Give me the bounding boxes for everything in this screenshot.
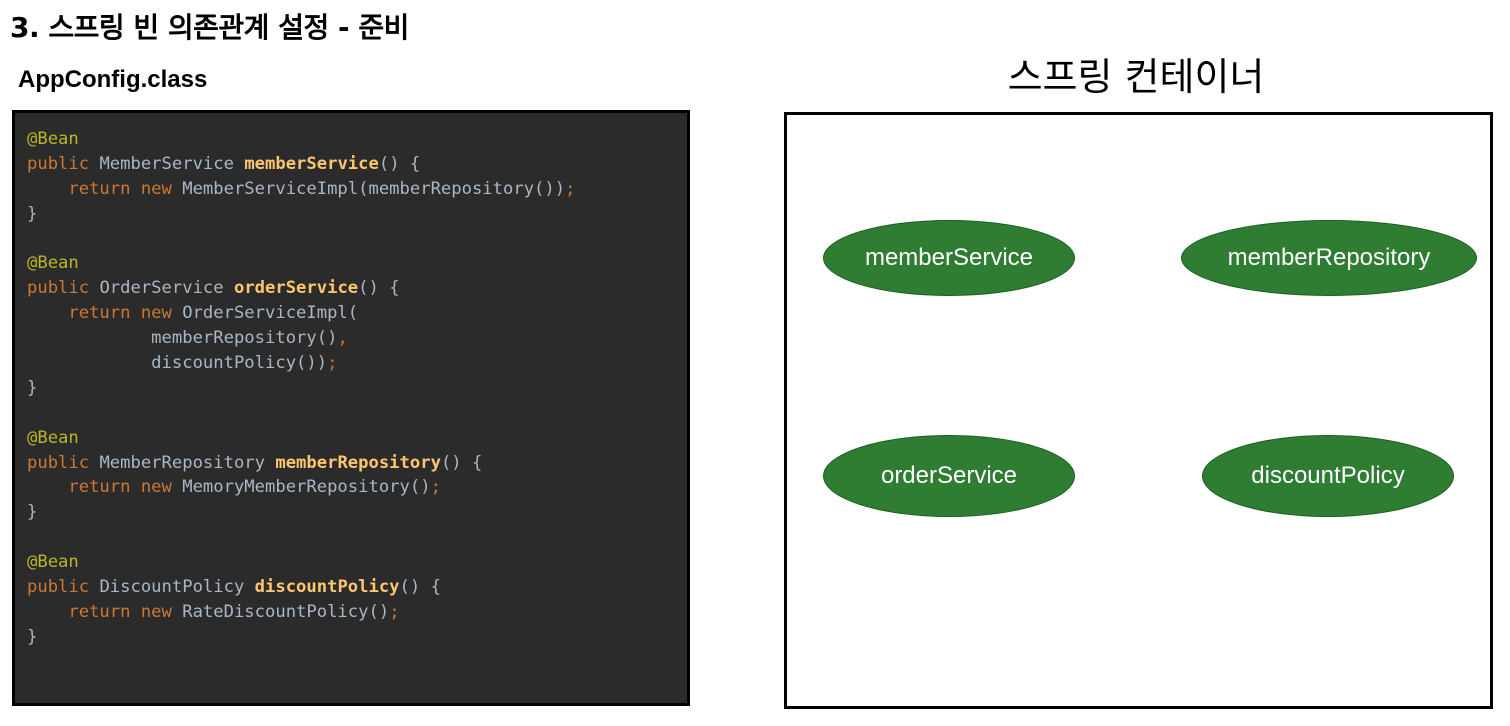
code-token-plain: discountPolicy()): [27, 353, 328, 374]
code-token-keyword: ,: [337, 328, 348, 349]
code-line: discountPolicy());: [27, 351, 575, 376]
code-token-method: memberRepository: [275, 452, 441, 473]
page-title: 3. 스프링 빈 의존관계 설정 - 준비: [10, 11, 409, 44]
code-token-keyword: return new: [27, 178, 183, 199]
code-token-plain: RateDiscountPolicy(): [182, 601, 390, 622]
bean-label: discountPolicy: [1251, 462, 1405, 489]
code-token-plain: () {: [440, 452, 483, 473]
code-token-plain: OrderServiceImpl(: [182, 303, 359, 324]
bean-member-service: memberService: [823, 220, 1075, 296]
code-token-plain: MemberRepository: [99, 452, 276, 473]
code-line: public OrderService orderService() {: [27, 276, 575, 301]
code-token-annotation: @Bean: [27, 253, 79, 274]
code-line: @Bean: [27, 550, 575, 575]
code-line: [27, 525, 575, 550]
code-line: [27, 227, 575, 252]
code-line: }: [27, 376, 575, 401]
spring-container-box: memberService memberRepository orderServ…: [784, 112, 1493, 709]
code-token-plain: }: [27, 502, 38, 523]
code-token-plain: () {: [358, 278, 400, 299]
code-token-method: orderService: [233, 278, 359, 299]
code-token-plain: DiscountPolicy: [99, 577, 255, 598]
code-token-plain: }: [27, 626, 38, 647]
bean-member-repository: memberRepository: [1181, 220, 1477, 296]
code-token-keyword: ;: [430, 477, 441, 498]
code-token-keyword: public: [27, 577, 100, 598]
code-line: return new MemoryMemberRepository();: [27, 475, 575, 500]
code-token-method: discountPolicy: [254, 577, 400, 598]
code-line: public MemberService memberService() {: [27, 152, 575, 177]
code-panel-title: AppConfig.class: [18, 66, 208, 93]
code-token-method: memberService: [244, 153, 379, 174]
code-token-plain: memberRepository(): [27, 328, 338, 349]
bean-label: orderService: [880, 462, 1018, 489]
code-token-annotation: @Bean: [27, 129, 79, 149]
code-line: public MemberRepository memberRepository…: [27, 451, 575, 476]
code-token-plain: }: [27, 203, 38, 224]
code-line: @Bean: [27, 426, 575, 451]
code-token-annotation: @Bean: [27, 552, 79, 573]
code-line: public DiscountPolicy discountPolicy() {: [27, 575, 575, 600]
code-token-keyword: public: [27, 452, 100, 473]
code-line: return new MemberServiceImpl(memberRepos…: [27, 177, 575, 202]
bean-order-service: orderService: [823, 435, 1075, 517]
code-line: }: [27, 202, 575, 227]
code-line: return new RateDiscountPolicy();: [27, 600, 575, 625]
code-token-keyword: public: [27, 153, 100, 174]
code-line: return new OrderServiceImpl(: [27, 301, 575, 326]
code-token-plain: MemberService: [99, 153, 245, 174]
bean-label: memberService: [864, 244, 1034, 271]
code-token-plain: MemberServiceImpl(memberRepository()): [182, 178, 566, 199]
code-line: }: [27, 500, 575, 525]
code-token-annotation: @Bean: [27, 427, 79, 448]
code-token-keyword: ;: [565, 178, 576, 199]
code-token-keyword: return new: [27, 601, 183, 622]
code-token-plain: }: [27, 377, 38, 398]
code-line: }: [27, 625, 575, 650]
code-token-plain: () {: [399, 577, 441, 598]
code-token-plain: MemoryMemberRepository(): [182, 477, 431, 498]
code-token-plain: () {: [378, 153, 421, 174]
bean-discount-policy: discountPolicy: [1202, 435, 1454, 517]
code-line: memberRepository(),: [27, 326, 575, 351]
code-token-keyword: return new: [27, 477, 183, 498]
code-token-keyword: ;: [327, 353, 338, 374]
container-title: 스프링 컨테이너: [1007, 55, 1265, 99]
code-token-plain: OrderService: [99, 278, 234, 299]
code-token-keyword: ;: [389, 601, 400, 622]
code-line: @Bean: [27, 251, 575, 276]
code-line: @Bean: [27, 127, 575, 152]
code-token-keyword: return new: [27, 303, 183, 324]
code-token-keyword: public: [27, 278, 100, 299]
code-line: [27, 401, 575, 426]
bean-label: memberRepository: [1227, 244, 1431, 271]
